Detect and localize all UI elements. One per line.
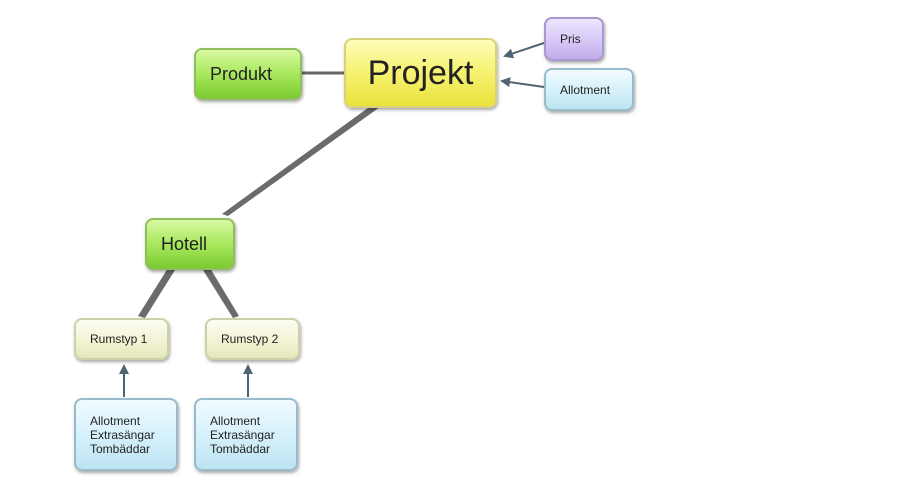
connector-hotell-rumstyp2 <box>203 268 239 318</box>
pris-node-label: Pris <box>560 32 581 46</box>
details1-line-extrasangar: Extrasängar <box>90 427 155 442</box>
allotment-node[interactable]: Allotment <box>544 68 634 111</box>
connector-projekt-hotell <box>222 105 380 216</box>
hotell-node[interactable]: Hotell <box>145 218 235 270</box>
details2-line-tombaddar: Tombäddar <box>210 441 271 456</box>
rumstyp2-details-node[interactable]: Allotment Extrasängar Tombäddar <box>194 398 298 471</box>
projekt-node[interactable]: Projekt <box>344 38 497 108</box>
produkt-node[interactable]: Produkt <box>194 48 302 100</box>
details1-line-allotment: Allotment <box>90 413 141 428</box>
details2-line-extrasangar: Extrasängar <box>210 427 275 442</box>
rumstyp1-node-label: Rumstyp 1 <box>90 332 148 346</box>
rumstyp1-node[interactable]: Rumstyp 1 <box>74 318 169 360</box>
details2-line-allotment: Allotment <box>210 413 261 428</box>
arrow-allotment-projekt <box>500 77 545 88</box>
produkt-node-label: Produkt <box>210 63 273 84</box>
rumstyp2-node-label: Rumstyp 2 <box>221 332 279 346</box>
details1-line-tombaddar: Tombäddar <box>90 441 151 456</box>
connector-hotell-rumstyp1 <box>138 268 175 318</box>
allotment-node-label: Allotment <box>560 82 611 97</box>
projekt-node-label: Projekt <box>367 53 474 92</box>
hotell-node-label: Hotell <box>161 233 208 254</box>
rumstyp1-details-node[interactable]: Allotment Extrasängar Tombäddar <box>74 398 178 471</box>
pris-node[interactable]: Pris <box>544 17 604 61</box>
rumstyp2-node[interactable]: Rumstyp 2 <box>205 318 300 360</box>
arrow-pris-projekt <box>503 42 545 59</box>
